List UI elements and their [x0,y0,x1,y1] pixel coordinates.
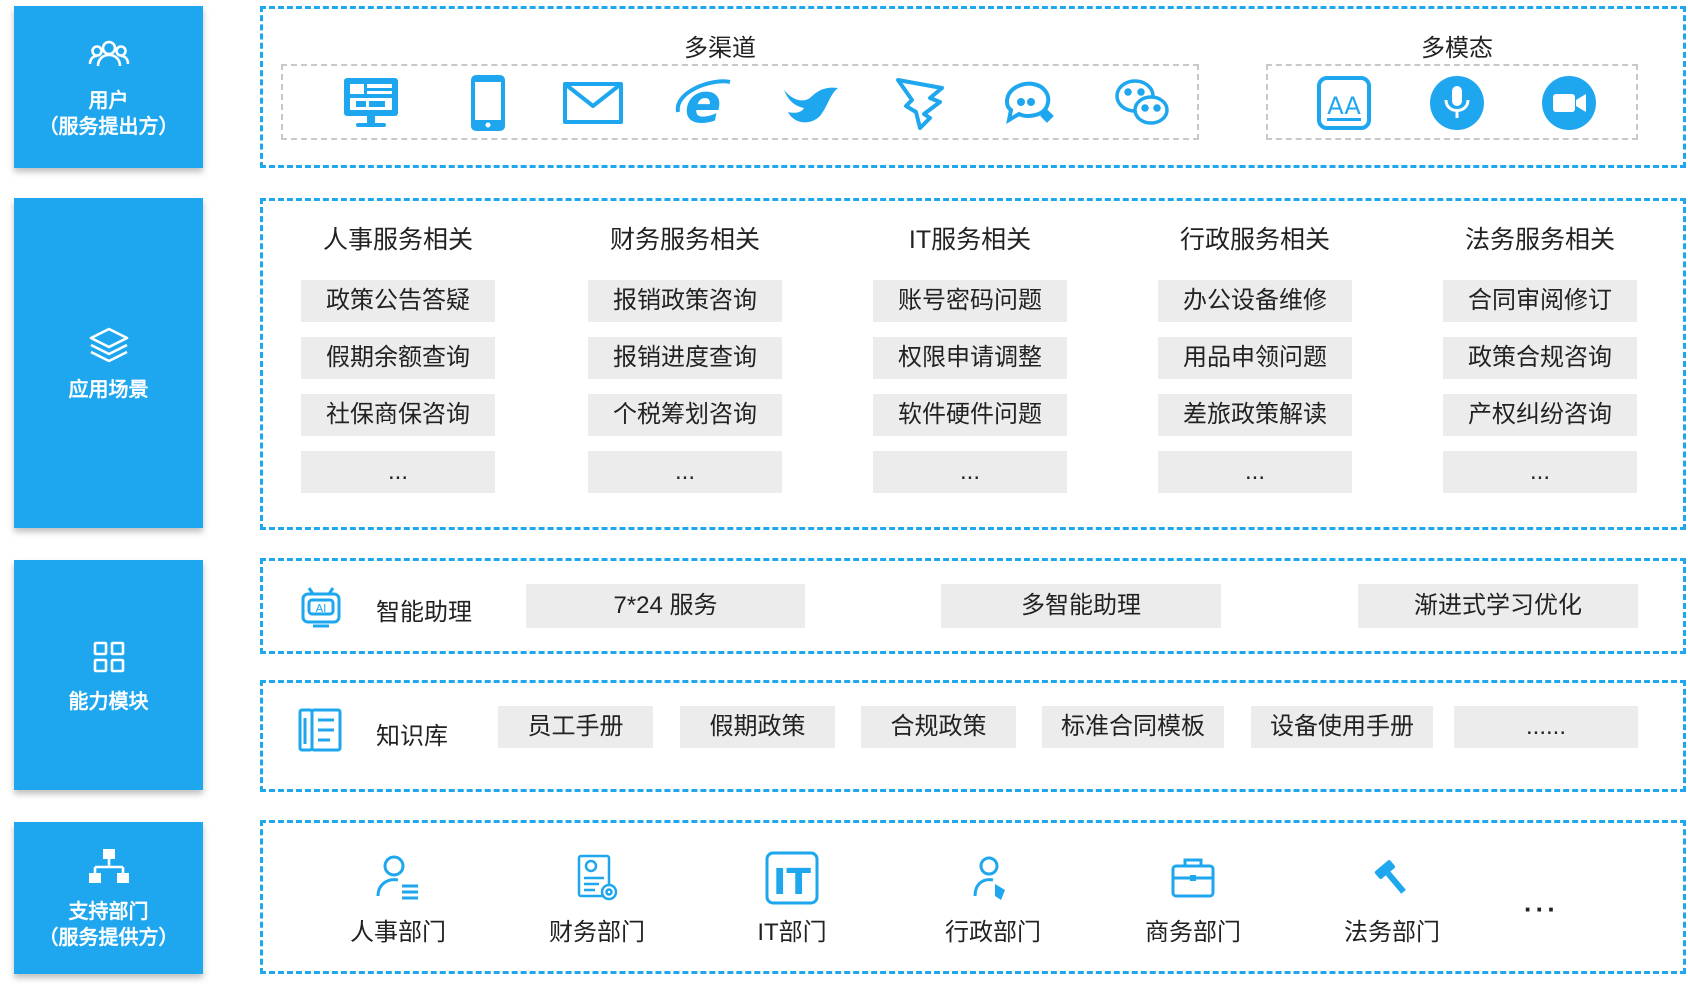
video-camera-icon[interactable] [1530,72,1608,134]
org-chart-icon [87,845,131,889]
knowledge-item[interactable]: 合规政策 [861,706,1016,748]
scenario-title: 人事服务相关 [322,226,473,254]
chat-bubble-icon[interactable] [989,72,1067,134]
dept-it[interactable]: IT IT部门 [717,850,867,947]
scenario-item[interactable]: 产权纠纷咨询 [1443,394,1637,436]
modalities-title: 多模态 [1421,35,1493,62]
sidebar-support-sublabel: （服务提供方） [38,927,179,949]
scenario-item[interactable]: 假期余额查询 [301,337,495,379]
briefcase-icon [1165,850,1221,906]
dept-legal[interactable]: 法务部门 [1317,850,1467,947]
channels-title: 多渠道 [684,35,756,62]
scenario-item[interactable]: 个税筹划咨询 [588,394,782,436]
panel-scenarios [260,198,1686,530]
ie-browser-icon[interactable]: e [664,72,742,134]
assistant-label: 智能助理 [376,599,472,626]
knowledge-item[interactable]: 假期政策 [680,706,835,748]
panel-channels [260,6,1686,168]
scenario-item-more[interactable]: ... [301,451,495,493]
scenario-item[interactable]: 差旅政策解读 [1158,394,1352,436]
sidebar-card-capability: 能力模块 [14,560,203,790]
dept-hr[interactable]: 人事部门 [323,850,473,947]
gavel-icon [1364,850,1420,906]
scenario-item[interactable]: 权限申请调整 [873,337,1067,379]
scenario-title: 法务服务相关 [1464,226,1615,254]
assistant-feature[interactable]: 多智能助理 [941,584,1221,628]
sidebar-capability-label: 能力模块 [68,691,149,713]
sidebar-support-label: 支持部门 [68,901,149,923]
person-admin-icon [965,850,1021,906]
dept-label: 商务部门 [1145,919,1241,946]
dept-label: IT部门 [757,919,827,946]
sidebar-user-sublabel: （服务提出方） [38,116,179,138]
ai-robot-icon: AI [297,582,345,630]
scenario-item[interactable]: 账号密码问题 [873,280,1067,322]
feather-app-icon[interactable] [882,72,960,134]
scenario-item[interactable]: 办公设备维修 [1158,280,1352,322]
desktop-icon[interactable] [332,72,410,134]
departments-more: ··· [1524,894,1559,924]
text-aa-icon[interactable]: AA [1305,72,1383,134]
panel-assistant [260,558,1686,654]
scenario-column-it: IT服务相关 账号密码问题 权限申请调整 软件硬件问题 ... [873,220,1067,508]
it-icon: IT [764,850,820,906]
knowledge-item[interactable]: 标准合同模板 [1042,706,1224,748]
person-list-icon [370,850,426,906]
mail-icon[interactable] [554,72,632,134]
scenario-title: 行政服务相关 [1179,226,1330,254]
users-icon [87,34,131,78]
scenario-item[interactable]: 报销政策咨询 [588,280,782,322]
dept-label: 法务部门 [1344,919,1440,946]
dept-finance[interactable]: 财务部门 [522,850,672,947]
dept-label: 财务部门 [549,919,645,946]
assistant-feature[interactable]: 7*24 服务 [526,584,805,628]
dept-business[interactable]: 商务部门 [1118,850,1268,947]
scenario-item-more[interactable]: ... [1158,451,1352,493]
dept-label: 行政部门 [945,919,1041,946]
modalities-group [1266,64,1638,140]
knowledge-item[interactable]: 设备使用手册 [1251,706,1433,748]
assistant-feature[interactable]: 渐进式学习优化 [1358,584,1638,628]
knowledge-item-more[interactable]: ...... [1454,706,1638,748]
scenario-item[interactable]: 合同审阅修订 [1443,280,1637,322]
panel-departments [260,820,1686,974]
scenario-column-legal: 法务服务相关 合同审阅修订 政策合规咨询 产权纠纷咨询 ... [1443,220,1637,508]
scenario-title: IT服务相关 [908,226,1032,254]
scenario-item[interactable]: 软件硬件问题 [873,394,1067,436]
knowledge-label: 知识库 [376,723,448,750]
scenario-item-more[interactable]: ... [1443,451,1637,493]
sidebar-card-support: 支持部门 （服务提供方） [14,822,203,974]
microphone-icon[interactable] [1418,72,1496,134]
scenario-column-hr: 人事服务相关 政策公告答疑 假期余额查询 社保商保咨询 ... [301,220,495,508]
scenario-column-admin: 行政服务相关 办公设备维修 用品申领问题 差旅政策解读 ... [1158,220,1352,508]
mobile-icon[interactable] [449,72,527,134]
layers-icon [87,323,131,367]
svg-text:IT: IT [773,862,811,903]
dept-label: 人事部门 [350,919,446,946]
knowledge-item[interactable]: 员工手册 [498,706,653,748]
scenario-item[interactable]: 报销进度查询 [588,337,782,379]
scenario-item[interactable]: 社保商保咨询 [301,394,495,436]
svg-text:AA: AA [1327,92,1361,120]
dept-admin[interactable]: 行政部门 [918,850,1068,947]
grid-icon [87,635,131,679]
finance-doc-icon [569,850,625,906]
scenario-column-finance: 财务服务相关 报销政策咨询 报销进度查询 个税筹划咨询 ... [588,220,782,508]
scenario-item-more[interactable]: ... [873,451,1067,493]
scenario-title: 财务服务相关 [609,226,760,254]
sidebar-scene-label: 应用场景 [68,379,149,401]
sidebar-card-user: 用户 （服务提出方） [14,6,203,168]
svg-text:AI: AI [316,602,327,615]
sidebar-card-scene: 应用场景 [14,198,203,528]
scenario-item[interactable]: 政策公告答疑 [301,280,495,322]
scenario-item[interactable]: 用品申领问题 [1158,337,1352,379]
wechat-icon[interactable] [1103,72,1181,134]
sidebar-user-label: 用户 [88,90,129,112]
document-list-icon [296,706,344,754]
scenario-item[interactable]: 政策合规咨询 [1443,337,1637,379]
panel-knowledge [260,680,1686,792]
channels-group [281,64,1199,140]
scenario-item-more[interactable]: ... [588,451,782,493]
bird-app-icon[interactable] [772,72,850,134]
